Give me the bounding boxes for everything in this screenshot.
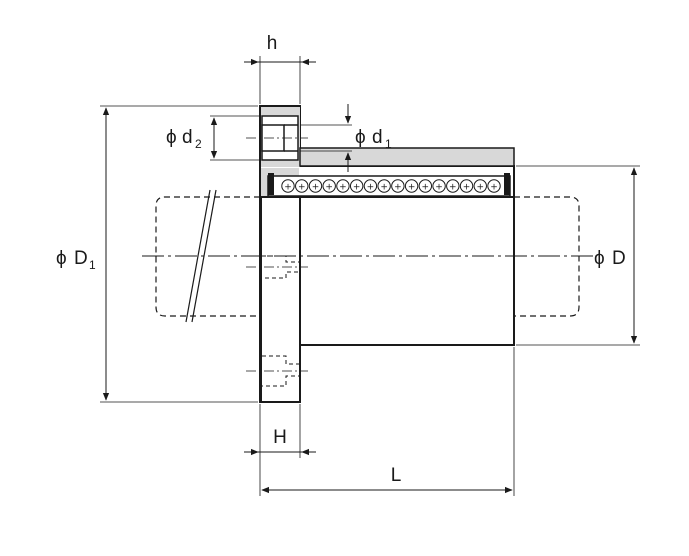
ball-mark: + (435, 183, 443, 193)
ball-retainer: + + + + + + + + + + + + + + + + (267, 173, 511, 197)
ball (281, 179, 295, 193)
ball-mark: + (476, 183, 484, 193)
ball-mark: + (325, 183, 333, 193)
label-D-phi: ϕ (594, 248, 605, 269)
ball (308, 179, 323, 193)
label-d2-sub: 2 (195, 137, 202, 151)
label-d1-sub: 1 (385, 137, 392, 151)
ball (322, 179, 336, 193)
ball (432, 179, 446, 193)
label-D1-phi: ϕ (56, 248, 67, 269)
hole-centerlines (246, 137, 308, 372)
label-d1-phi: ϕ (355, 127, 366, 148)
label-D1-sub: 1 (89, 258, 96, 272)
ball-mark: + (367, 183, 375, 193)
ball-mark: + (490, 183, 498, 193)
ball-row: + + + + + + + + + + + + + + + + (281, 179, 501, 193)
label-d2-phi: ϕ (166, 127, 177, 148)
label-h: h (267, 33, 278, 54)
label-D1: D (74, 248, 88, 269)
ball (336, 179, 350, 193)
label-L: L (391, 465, 402, 486)
ball-mark: + (463, 183, 471, 193)
ball (391, 179, 405, 193)
ball (446, 179, 460, 193)
ball-mark: + (422, 183, 430, 193)
label-D: D (612, 248, 626, 269)
ball-mark: + (339, 183, 347, 193)
ball (377, 179, 391, 193)
ball-mark: + (284, 183, 292, 193)
ball (473, 179, 487, 193)
ball-mark: + (298, 183, 306, 193)
extension-lines (100, 56, 640, 496)
ball-mark: + (312, 183, 320, 193)
ball (418, 179, 433, 193)
ball (363, 179, 378, 193)
ball-mark: + (449, 183, 457, 193)
dimension-labels: h ϕ d 2 ϕ d 1 ϕ D 1 ϕ D H L (56, 33, 626, 486)
ball (295, 179, 309, 193)
label-d2: d (182, 127, 193, 148)
label-d1: d (372, 127, 383, 148)
ball-mark: + (394, 183, 402, 193)
ball (349, 179, 364, 193)
ball (404, 179, 419, 193)
dimension-lines (102, 58, 638, 494)
ball-mark: + (380, 183, 388, 193)
ball-mark: + (408, 183, 416, 193)
ball (487, 179, 501, 193)
label-H: H (273, 427, 287, 448)
ball (459, 179, 474, 193)
ball-mark: + (353, 183, 361, 193)
